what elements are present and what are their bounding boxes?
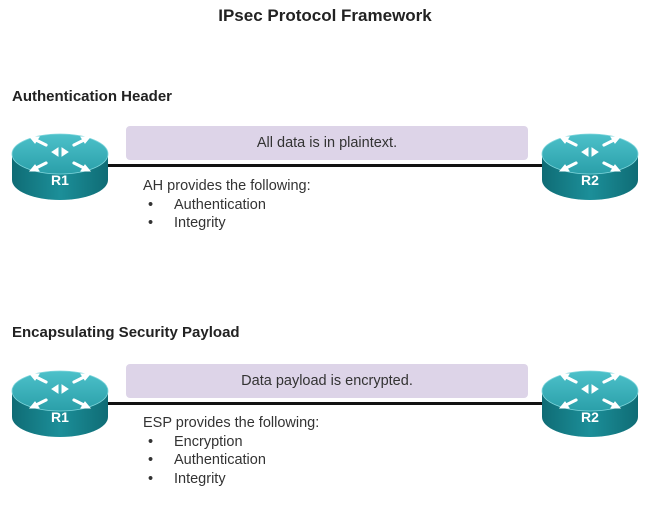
list-item-label: Authentication: [174, 452, 266, 468]
esp-router-r2: R2: [540, 365, 640, 439]
router-label: R2: [581, 409, 599, 425]
bullet-icon: •: [148, 470, 154, 487]
list-item-label: Integrity: [174, 215, 226, 231]
ah-section-title: Authentication Header: [12, 88, 173, 105]
ah-router-r2: R2: [540, 128, 640, 202]
bullet-icon: •: [148, 196, 154, 213]
page-title: IPsec Protocol Framework: [218, 6, 432, 25]
router-icon: [540, 365, 640, 439]
bullet-icon: •: [148, 452, 154, 468]
bullet-icon: •: [148, 215, 154, 231]
esp-section-title: Encapsulating Security Payload: [12, 324, 240, 341]
ah-router-r1: R1: [10, 128, 110, 202]
list-item-label: Authentication: [174, 196, 266, 213]
ah-description: AH provides the following: • Authenticati…: [143, 177, 311, 233]
list-item: • Encryption: [143, 433, 319, 452]
esp-intro-text: ESP provides the following:: [143, 415, 320, 431]
esp-description: ESP provides the following: • Encryption …: [143, 414, 319, 488]
router-icon: [10, 128, 110, 202]
router-label: R1: [51, 172, 69, 188]
ah-feature-list: • Authentication • Integrity: [143, 196, 311, 233]
esp-network-link: [60, 402, 590, 405]
list-item: • Authentication: [143, 196, 311, 215]
bullet-icon: •: [148, 433, 154, 450]
ah-intro-text: AH provides the following:: [143, 178, 311, 194]
list-item: • Integrity: [143, 470, 319, 489]
list-item-label: Integrity: [174, 470, 226, 487]
ah-data-banner: All data is in plaintext.: [126, 126, 528, 160]
router-label: R2: [581, 172, 599, 188]
esp-feature-list: • Encryption • Authentication • Integrity: [143, 433, 319, 489]
list-item: • Integrity: [143, 214, 311, 233]
router-icon: [540, 128, 640, 202]
esp-data-banner: Data payload is encrypted.: [126, 364, 528, 398]
esp-router-r1: R1: [10, 365, 110, 439]
ah-network-link: [60, 164, 590, 167]
router-icon: [10, 365, 110, 439]
list-item-label: Encryption: [174, 433, 243, 450]
list-item: • Authentication: [143, 451, 319, 470]
router-label: R1: [51, 409, 69, 425]
